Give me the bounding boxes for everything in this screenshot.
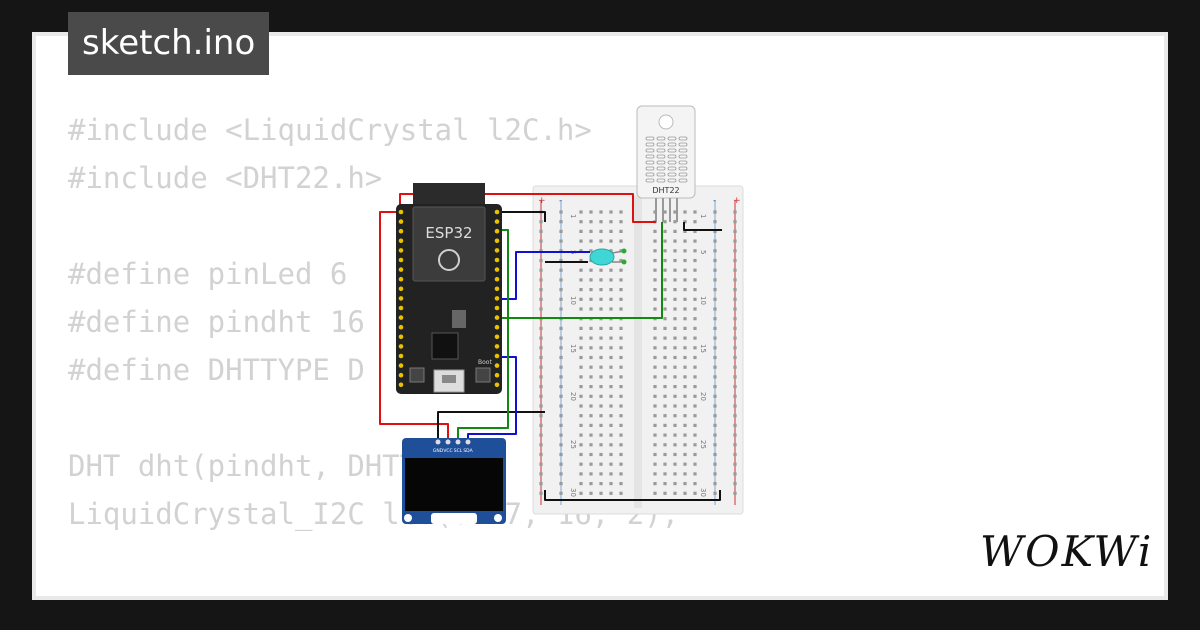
wokwi-logo-text: WOKWi (980, 527, 1150, 576)
row-label: 10 (699, 296, 707, 305)
code-line: #define pindht 16 (68, 305, 365, 339)
row-label: 15 (699, 344, 707, 353)
wire-black[interactable] (493, 211, 546, 222)
esp32-label: ESP32 (425, 224, 472, 242)
esp32-pins (398, 209, 500, 388)
code-line: #define DHTTYPE D (68, 353, 365, 387)
row-label: 30 (569, 488, 577, 497)
row-label: 15 (569, 344, 577, 353)
dht-label: DHT22 (652, 186, 679, 195)
row-label: 25 (569, 440, 577, 449)
wires (379, 193, 722, 501)
wire-green[interactable] (497, 222, 663, 319)
oled-pin-label: VCC (443, 448, 452, 454)
code-line: #include <DHT22.h> (68, 161, 383, 195)
row-label: 30 (699, 488, 707, 497)
breadboard[interactable]: + + - - 1 5 10 15 20 25 30 1 5 10 15 20 … (532, 185, 744, 515)
wire-red[interactable] (379, 211, 449, 440)
wire-black[interactable] (437, 411, 545, 440)
row-label: 1 (699, 214, 707, 218)
breadboard-holes (539, 210, 737, 495)
rail-plus-label: + (538, 196, 546, 206)
oled-pin-label: SCL (454, 448, 463, 454)
row-label: 1 (569, 214, 577, 218)
row-label: 10 (569, 296, 577, 305)
wire-black[interactable] (544, 490, 721, 501)
code-line: #define pinLed 6 (68, 257, 348, 291)
row-label: 25 (699, 440, 707, 449)
rail-minus-label: - (559, 196, 562, 206)
file-tab[interactable]: sketch.ino (68, 12, 270, 75)
wire-black[interactable] (683, 222, 722, 231)
wokwi-logo[interactable]: WOKWi (978, 522, 1150, 580)
row-label: 5 (699, 250, 707, 254)
boot-label: Boot (478, 359, 492, 366)
row-label: 20 (569, 392, 577, 401)
code-line: float temp = dht.readTemperature(); (68, 586, 679, 596)
wire-red[interactable] (399, 193, 656, 223)
dht-grille (645, 136, 688, 183)
row-label: 20 (699, 392, 707, 401)
dht22-sensor[interactable]: DHT22 (636, 105, 696, 222)
code-line: #include <LiquidCrystal l2C.h> (68, 113, 592, 147)
wire-blue[interactable] (467, 356, 517, 440)
oled-display[interactable]: GND VCC SCL SDA (402, 438, 506, 524)
wire-blue[interactable] (497, 251, 590, 300)
rail-minus-label: - (713, 196, 716, 206)
oled-pin-label: SDA (463, 448, 473, 454)
oled-pin-label: GND (433, 448, 444, 454)
wire-green[interactable] (457, 229, 509, 440)
rail-plus-label: + (733, 196, 741, 206)
esp32-board[interactable]: ESP32 Boot (396, 183, 502, 394)
led[interactable] (589, 248, 627, 266)
